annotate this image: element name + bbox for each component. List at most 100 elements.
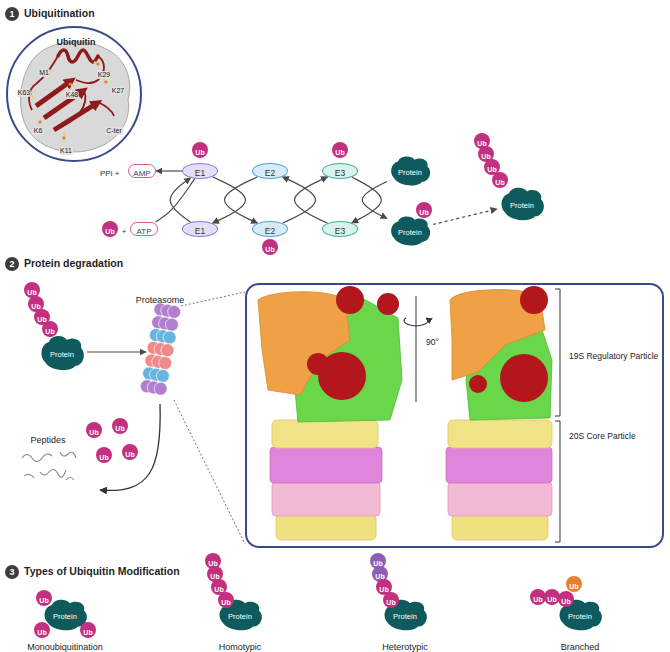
label-slot: Homotypic xyxy=(219,636,262,652)
text-slot: Protein xyxy=(510,194,534,212)
beta-strand xyxy=(54,105,94,130)
ubiquitin-receptor xyxy=(307,353,329,375)
node-text: Ub xyxy=(105,228,114,236)
label-slot: Types of Ubiquitin Modification xyxy=(24,561,180,579)
side-chain-tip xyxy=(96,62,99,65)
node-text: Ub xyxy=(386,599,395,607)
section-title: Ubiquitination xyxy=(24,8,95,20)
reaction-arrow xyxy=(352,177,382,223)
proteasome-structure xyxy=(258,286,402,540)
protein-outline xyxy=(560,600,602,631)
rotation-arrow xyxy=(404,318,428,326)
ubiquitin-tag: Ub xyxy=(492,172,508,188)
ubiquitin-receptor xyxy=(520,286,548,314)
label-slot: Peptides xyxy=(30,429,65,447)
node-text: Ub xyxy=(125,451,134,459)
node-text: K11 xyxy=(59,147,73,155)
node-text: M1 xyxy=(38,69,50,77)
text-slot: AMP xyxy=(133,162,150,180)
subunit xyxy=(155,368,170,383)
connectors xyxy=(87,171,497,352)
peptide-fragments xyxy=(22,452,76,480)
text-slot: K11 xyxy=(59,139,73,157)
label-slot: PPi + xyxy=(100,162,119,180)
node-text: E2 xyxy=(265,227,275,236)
ubiquitin-tag: Ub xyxy=(218,592,234,608)
node-text: Ub xyxy=(83,629,92,637)
node-text: Ub xyxy=(195,149,204,157)
subunit xyxy=(164,317,179,332)
node-text: 20S Core Particle xyxy=(569,432,636,441)
ubiquitin-tag: Ub xyxy=(80,622,96,638)
text-slot: Ub xyxy=(115,417,124,435)
molecular-surface xyxy=(21,42,130,152)
node-text: Protein xyxy=(228,613,252,621)
proteasome-structure xyxy=(446,286,552,540)
side-chain-tip xyxy=(38,120,41,123)
label-slot: 1 xyxy=(5,3,19,21)
reaction-arrow xyxy=(295,177,328,223)
node-text: 90° xyxy=(426,338,439,347)
text-slot: Ub xyxy=(221,591,230,609)
node-text: Ub xyxy=(265,246,274,254)
reaction-arrow xyxy=(362,182,387,219)
node-text: Ub xyxy=(37,629,46,637)
ubiquitin-tag: Ub xyxy=(262,239,278,255)
ubiquitin-tag: Ub xyxy=(42,321,58,337)
bracket xyxy=(555,289,560,542)
ubiquitin-tag: Ub xyxy=(96,447,112,463)
ubiquitin-receptor xyxy=(469,375,487,393)
alpha-ring xyxy=(272,420,378,448)
text-slot: Ub xyxy=(195,141,204,159)
ubiquitin-inset: UbiquitinM1K63K29K48K27K6K11C-ter xyxy=(6,26,142,162)
subunit xyxy=(160,343,175,358)
text-slot: Ub xyxy=(39,589,48,607)
protein-outline xyxy=(220,600,262,631)
text-slot: 20S Core Particle xyxy=(569,425,636,443)
label-slot: 2 xyxy=(5,253,19,271)
node-text: ATP xyxy=(137,228,152,237)
alpha-ring xyxy=(452,514,548,540)
reaction-arrow xyxy=(156,179,195,222)
text-slot: Ub xyxy=(37,621,46,639)
beta-ring xyxy=(446,447,552,483)
ubiquitin-tag: Ub xyxy=(86,422,102,438)
ubiquitin-tag: Ub xyxy=(383,592,399,608)
text-slot: Ub xyxy=(125,443,134,461)
label-slot: 3 xyxy=(5,561,19,579)
ubiquitin-structure xyxy=(21,42,130,152)
reaction-arrow xyxy=(212,177,245,223)
node-text: Ub xyxy=(99,454,108,462)
node-text: Ub xyxy=(221,599,230,607)
node-text: AMP xyxy=(133,170,150,179)
subunit xyxy=(153,381,168,396)
peptide xyxy=(24,474,34,478)
text-slot: Ub xyxy=(105,220,114,238)
text-slot: 90° xyxy=(426,331,439,349)
ribbon-helix xyxy=(58,50,98,62)
node-text: E3 xyxy=(335,169,345,178)
ubiquitin-tag: Ub xyxy=(566,576,582,592)
text-slot: K63 xyxy=(17,81,31,99)
text-slot: Ub xyxy=(45,320,54,338)
text-slot: Ub xyxy=(265,238,274,256)
text-slot: 19S Regulatory Particle xyxy=(569,345,658,363)
node-text: 19S Regulatory Particle xyxy=(569,352,658,361)
protein-outline xyxy=(391,216,430,245)
node-text: Protein xyxy=(50,351,74,359)
node-text: Protein xyxy=(398,229,422,237)
protein-blob: Protein xyxy=(37,332,87,372)
node-text: Protein xyxy=(393,613,417,621)
zoom-leader xyxy=(174,400,245,544)
node-text: Ub xyxy=(45,328,54,336)
text-slot: Ub xyxy=(569,575,578,593)
protein-blob: Protein xyxy=(387,213,433,247)
peptide xyxy=(22,454,52,462)
plain-label: PPi + xyxy=(100,170,119,179)
plain-label: Peptides xyxy=(30,436,65,446)
node-text: C-ter xyxy=(105,127,123,135)
text-slot: E1 xyxy=(195,162,205,180)
text-slot: E1 xyxy=(195,220,205,238)
